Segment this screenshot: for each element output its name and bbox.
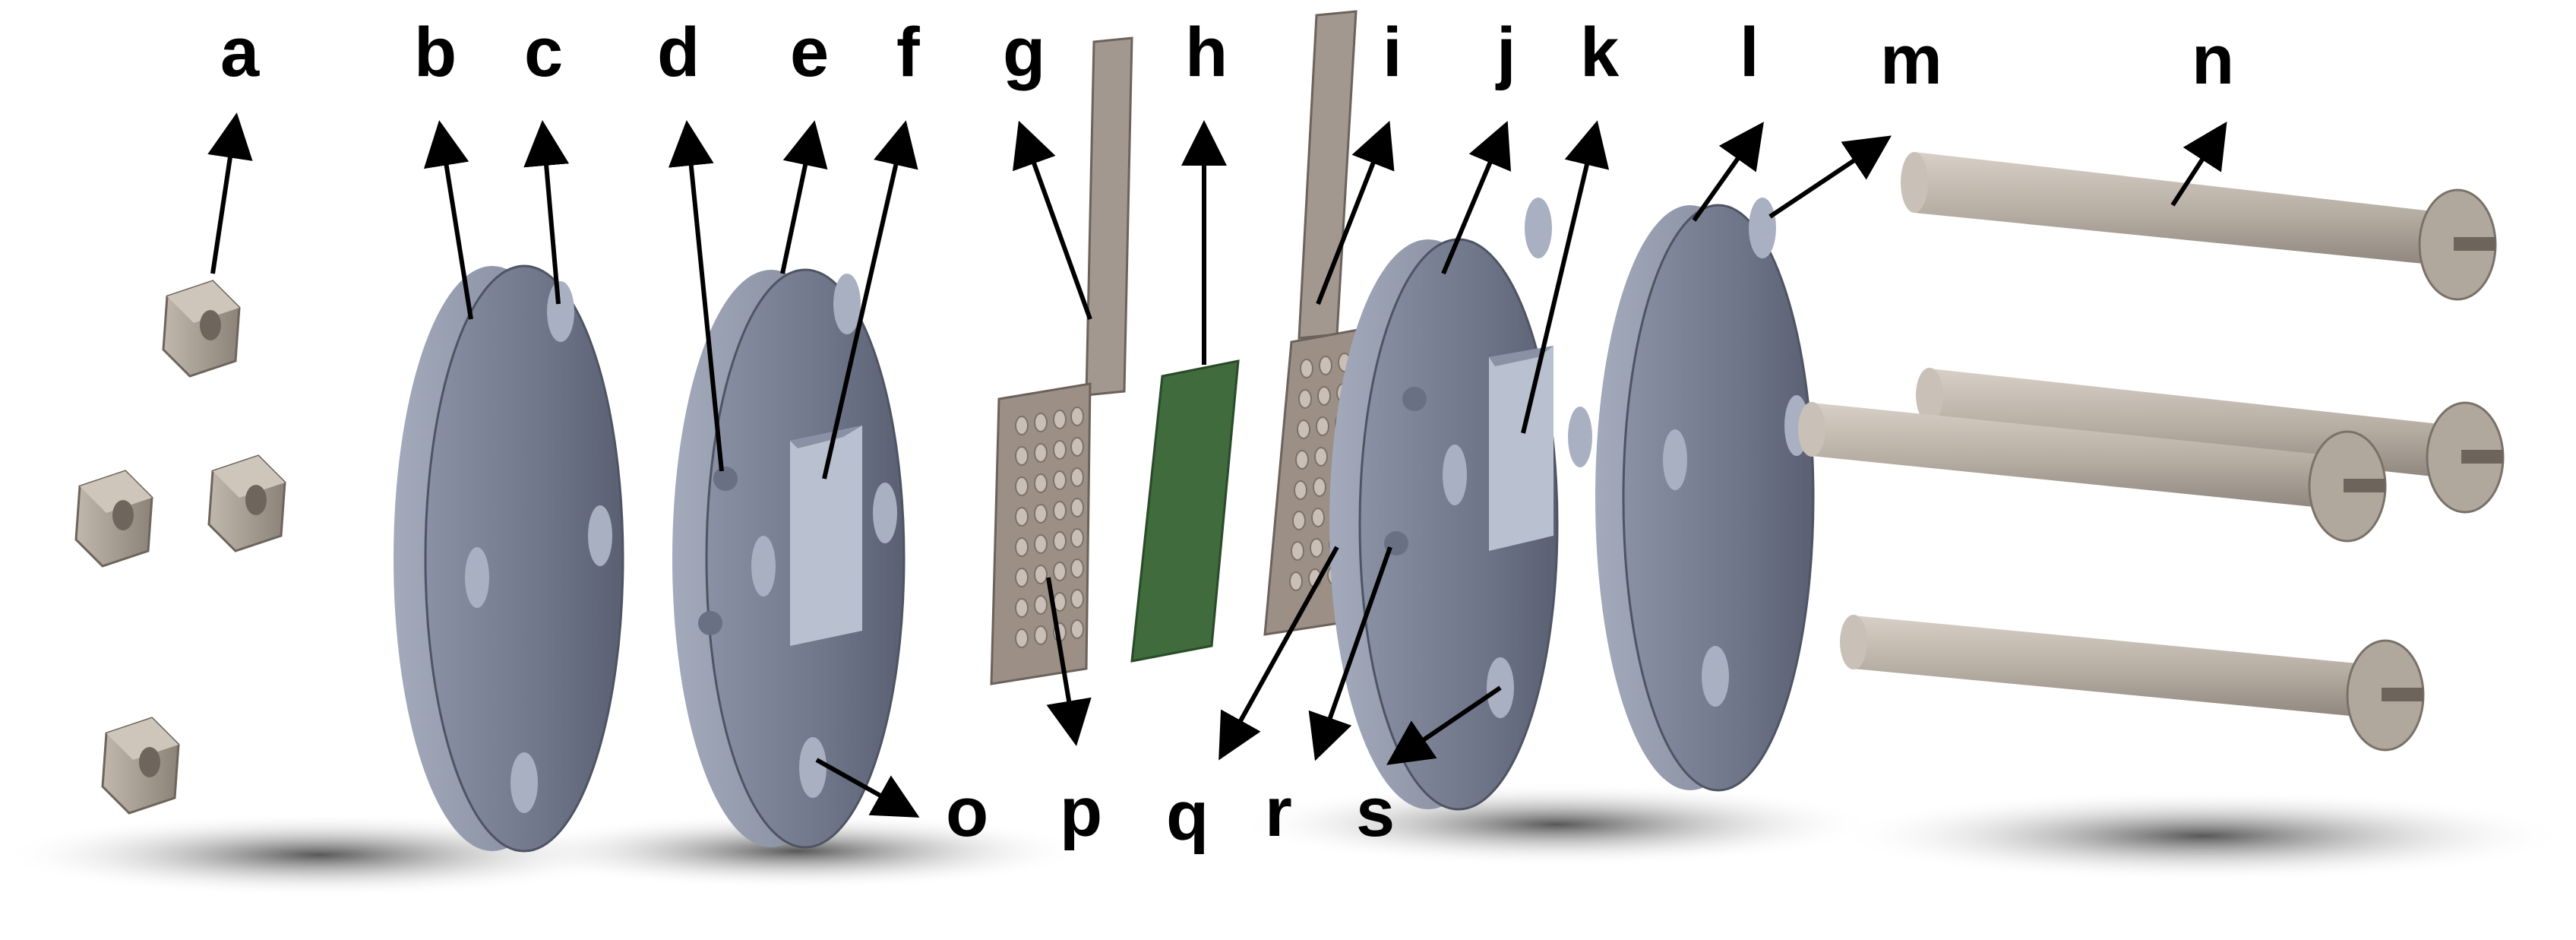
arrow-e [780, 120, 828, 274]
label-s: s [1356, 774, 1395, 851]
label-k: k [1580, 14, 1620, 91]
bolt-hole-c [547, 281, 574, 342]
arrow-k [1521, 120, 1610, 434]
hole-grid-p [1015, 407, 1084, 648]
label-q: q [1166, 777, 1209, 855]
label-a: a [220, 14, 260, 91]
label-c: c [524, 14, 563, 91]
arrow-j [1441, 120, 1512, 275]
hex-nut-icon [74, 470, 153, 568]
hex-nut-icon [101, 717, 180, 815]
label-m: m [1880, 21, 1942, 99]
end-plate-l [1595, 198, 1815, 792]
label-p: p [1060, 774, 1102, 851]
label-o: o [946, 774, 988, 851]
arrow-l [1692, 122, 1764, 222]
arrow-d [668, 120, 724, 472]
label-e: e [790, 14, 829, 91]
arrow-m [1768, 135, 1892, 219]
slotted-screw-icon [1798, 402, 2387, 543]
slotted-screw-icon [1901, 152, 2497, 301]
arrow-f [822, 120, 918, 479]
hex-nut-icon [207, 454, 286, 552]
end-plate-b [394, 264, 624, 853]
arrow-i [1316, 120, 1395, 305]
flow-plate-e [672, 268, 906, 849]
label-i: i [1383, 14, 1402, 91]
flow-plate-j [1329, 198, 1592, 811]
arrow-c [523, 120, 570, 305]
green-membrane-h [1130, 359, 1240, 663]
label-h: h [1185, 14, 1228, 91]
ground-shadow [0, 783, 2568, 897]
bolt-hole-o [799, 737, 827, 798]
label-d: d [657, 14, 700, 91]
arrow-q [1218, 546, 1339, 761]
label-l: l [1740, 14, 1759, 91]
arrow-s [1386, 685, 1502, 765]
label-n: n [2192, 21, 2234, 99]
arrow-b [423, 120, 473, 320]
port-d [713, 467, 738, 491]
window-k [1489, 346, 1554, 551]
label-j: j [1495, 14, 1516, 91]
part-labels: a b c d e f g h i j k l m n o p q r s [220, 14, 2234, 855]
arrow-n [2170, 121, 2227, 207]
arrow-r [1308, 546, 1392, 761]
window-f [790, 426, 862, 646]
perforated-electrode-left [990, 36, 1133, 685]
slotted-screw-icon [1840, 615, 2425, 752]
label-r: r [1265, 774, 1292, 851]
label-g: g [1003, 14, 1045, 91]
label-f: f [896, 14, 920, 91]
leader-arrows [207, 112, 2227, 818]
hex-nut-icon [162, 280, 241, 378]
label-b: b [414, 14, 457, 91]
bolt-hole-m [1749, 198, 1776, 258]
arrow-o [815, 758, 920, 818]
arrow-a [207, 112, 253, 274]
arrow-p [1046, 577, 1092, 746]
arrow-g [1013, 120, 1092, 321]
